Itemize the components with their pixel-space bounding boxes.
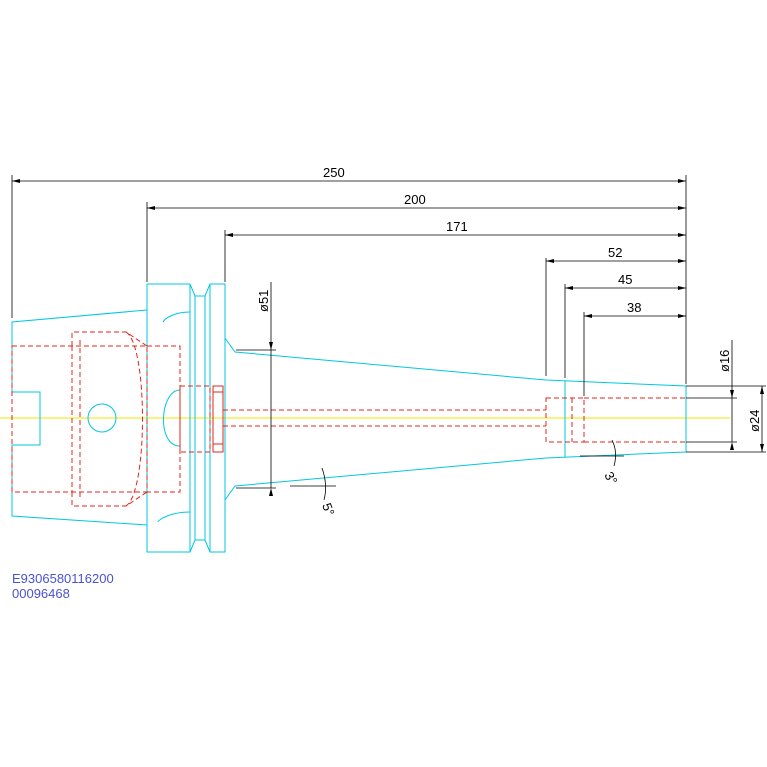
dim-tip-38: 38 [627,300,641,315]
dim-overall-length: 250 [323,165,345,180]
dim-diameter-16: ø16 [717,350,732,372]
dim-tip-45: 45 [618,272,632,287]
hidden-lines [11,331,686,507]
dimension-lines [11,175,766,501]
dim-tip-52: 52 [608,245,622,260]
dim-length-from-face: 171 [446,219,468,234]
dim-diameter-24: ø24 [747,410,762,432]
dim-diameter-51: ø51 [256,290,271,312]
part-number: E9306580116200 [12,571,114,586]
dim-angle-3: 3° [601,469,620,487]
dim-length-from-flange: 200 [404,192,426,207]
tool-holder-outline [11,283,687,553]
dim-angle-5: 5° [319,501,337,518]
sequence-number: 00096468 [12,586,70,601]
